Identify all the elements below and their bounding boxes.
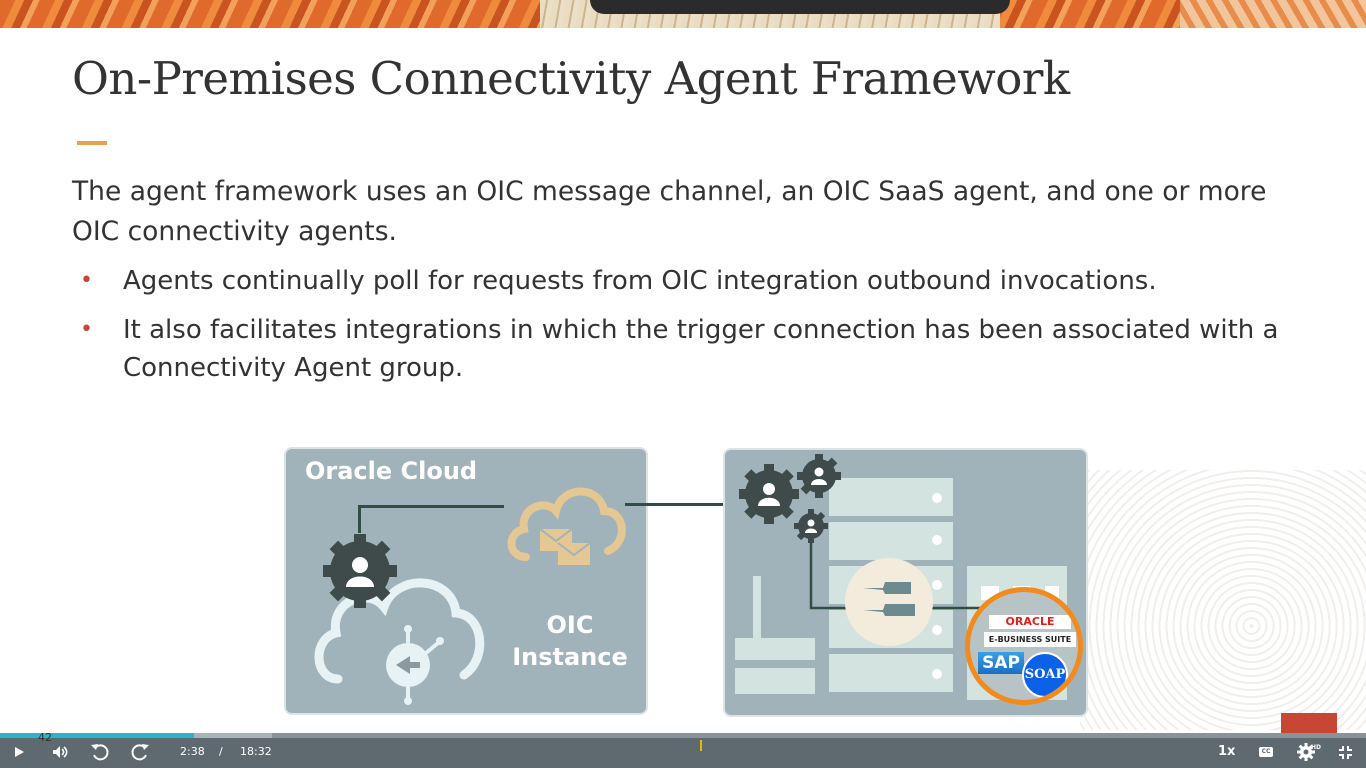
time-separator: / — [219, 745, 223, 758]
current-time: 2:38 — [180, 745, 205, 758]
ebs-label: E-BUSINESS SUITE — [984, 632, 1076, 647]
enterprise-apps-badge: ORACLE E-BUSINESS SUITE SAP SOAP — [965, 587, 1083, 705]
bullet-dot: • — [80, 317, 93, 342]
bullet-dot: • — [80, 268, 93, 293]
decorative-texture — [1080, 470, 1366, 730]
playback-speed-button[interactable]: 1x — [1218, 744, 1236, 759]
oracle-cloud-panel: Oracle Cloud — [284, 447, 648, 715]
sap-logo: SAP — [978, 652, 1024, 674]
rewind-icon[interactable] — [90, 742, 110, 762]
chapter-marker[interactable] — [700, 740, 702, 751]
forward-icon[interactable] — [130, 742, 150, 762]
bullet-item: • Agents continually poll for requests fr… — [72, 262, 1302, 300]
bullet-item: • It also facilitates integrations in whi… — [72, 311, 1302, 387]
oracle-logo: ORACLE — [988, 614, 1072, 630]
slide-intro-text: The agent framework uses an OIC message … — [72, 176, 1267, 247]
slide-header-banner — [0, 0, 1366, 28]
slide-bullet-list: • Agents continually poll for requests fr… — [72, 262, 1302, 398]
slide-title: On-Premises Connectivity Agent Framework — [72, 52, 1070, 105]
exit-fullscreen-icon[interactable] — [1339, 746, 1352, 759]
captions-icon[interactable]: CC — [1259, 747, 1273, 757]
soap-logo: SOAP — [1022, 652, 1068, 698]
message-channel-cloud-icon — [507, 487, 626, 565]
total-duration: 18:32 — [240, 745, 272, 758]
play-icon[interactable] — [13, 746, 25, 758]
volume-icon[interactable] — [52, 745, 68, 759]
cloud-to-onpremise-connector — [625, 503, 735, 506]
settings-icon[interactable] — [1297, 743, 1315, 761]
connector-line — [358, 505, 361, 533]
oic-saas-agent-icon — [314, 534, 485, 705]
oracle-cloud-title: Oracle Cloud — [305, 457, 478, 485]
bullet-text: It also facilitates integrations in whic… — [123, 315, 1279, 383]
progress-played — [0, 733, 194, 738]
oic-instance-label: OIC Instance — [512, 611, 628, 671]
video-player-controls: 2:38 / 18:32 1x CC HD — [0, 733, 1366, 768]
on-premises-panel — [723, 448, 1088, 717]
hd-badge: HD — [1311, 744, 1322, 751]
hover-preview-label: 42 — [38, 731, 52, 744]
bullet-text: Agents continually poll for requests fro… — [123, 266, 1157, 296]
connector-line — [358, 505, 504, 508]
progress-bar[interactable] — [0, 733, 1366, 738]
title-accent-bar — [77, 141, 107, 145]
